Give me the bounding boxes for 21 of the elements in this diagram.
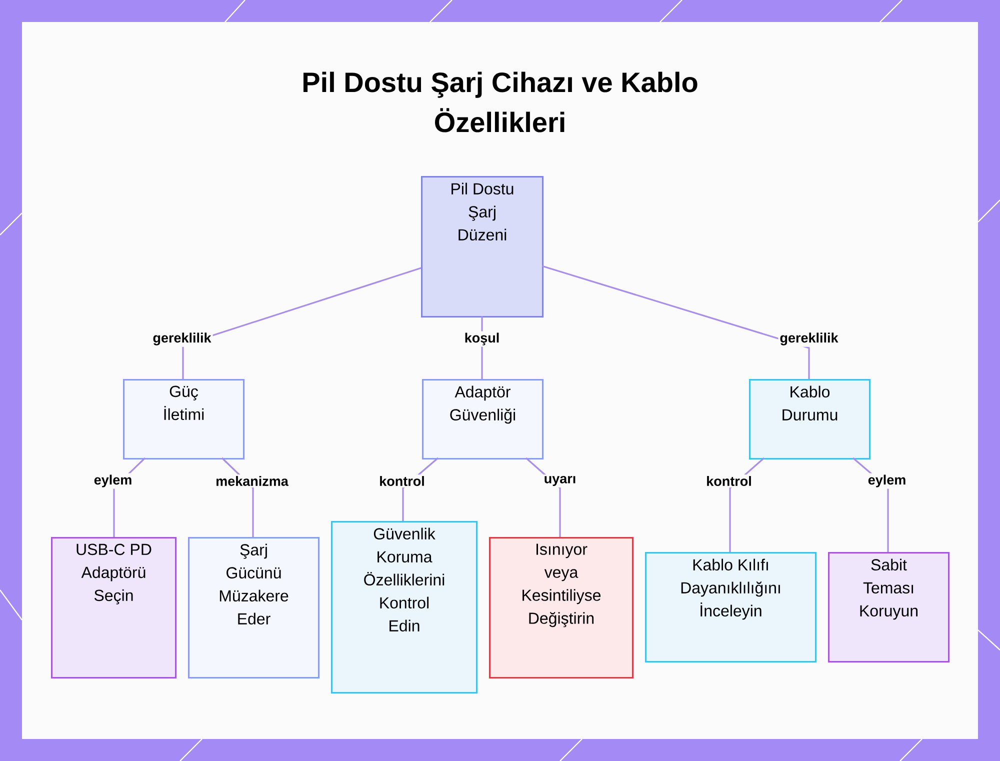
process-box: Sabit Teması Koruyun <box>828 552 950 662</box>
edge-label: gereklilik <box>778 331 840 347</box>
process-box: USB-C PD Adaptörü Seçin <box>51 537 176 678</box>
process-box: Kablo Durumu <box>749 379 870 460</box>
process-box: Güvenlik Koruma Özelliklerini Kontrol Edin <box>331 521 478 694</box>
edge-label: eylem <box>92 473 134 489</box>
connector-line <box>182 267 422 379</box>
process-box: Isınıyor veya Kesintiliyse Değiştirin <box>489 537 634 678</box>
edge-label: mekanizma <box>214 474 290 488</box>
process-box: Adaptör Güvenliği <box>422 379 544 460</box>
edge-label: eylem <box>866 473 908 489</box>
edge-label: kontrol <box>704 474 754 488</box>
process-box: Güç İletimi <box>123 379 244 460</box>
process-box: Şarj Gücünü Müzakere Eder <box>188 537 320 678</box>
process-box: Kablo Kılıfı Dayanıklılığını İnceleyin <box>645 552 816 662</box>
edge-label: kontrol <box>378 474 426 488</box>
title: Pil Dostu Şarj Cihazı ve Kablo Özellikleri <box>304 72 698 132</box>
edge-label: koşul <box>462 331 502 347</box>
process-box: Pil Dostu Şarj Düzeni <box>421 176 544 318</box>
connector-line <box>542 265 810 379</box>
edge-label: gereklilik <box>151 331 213 347</box>
